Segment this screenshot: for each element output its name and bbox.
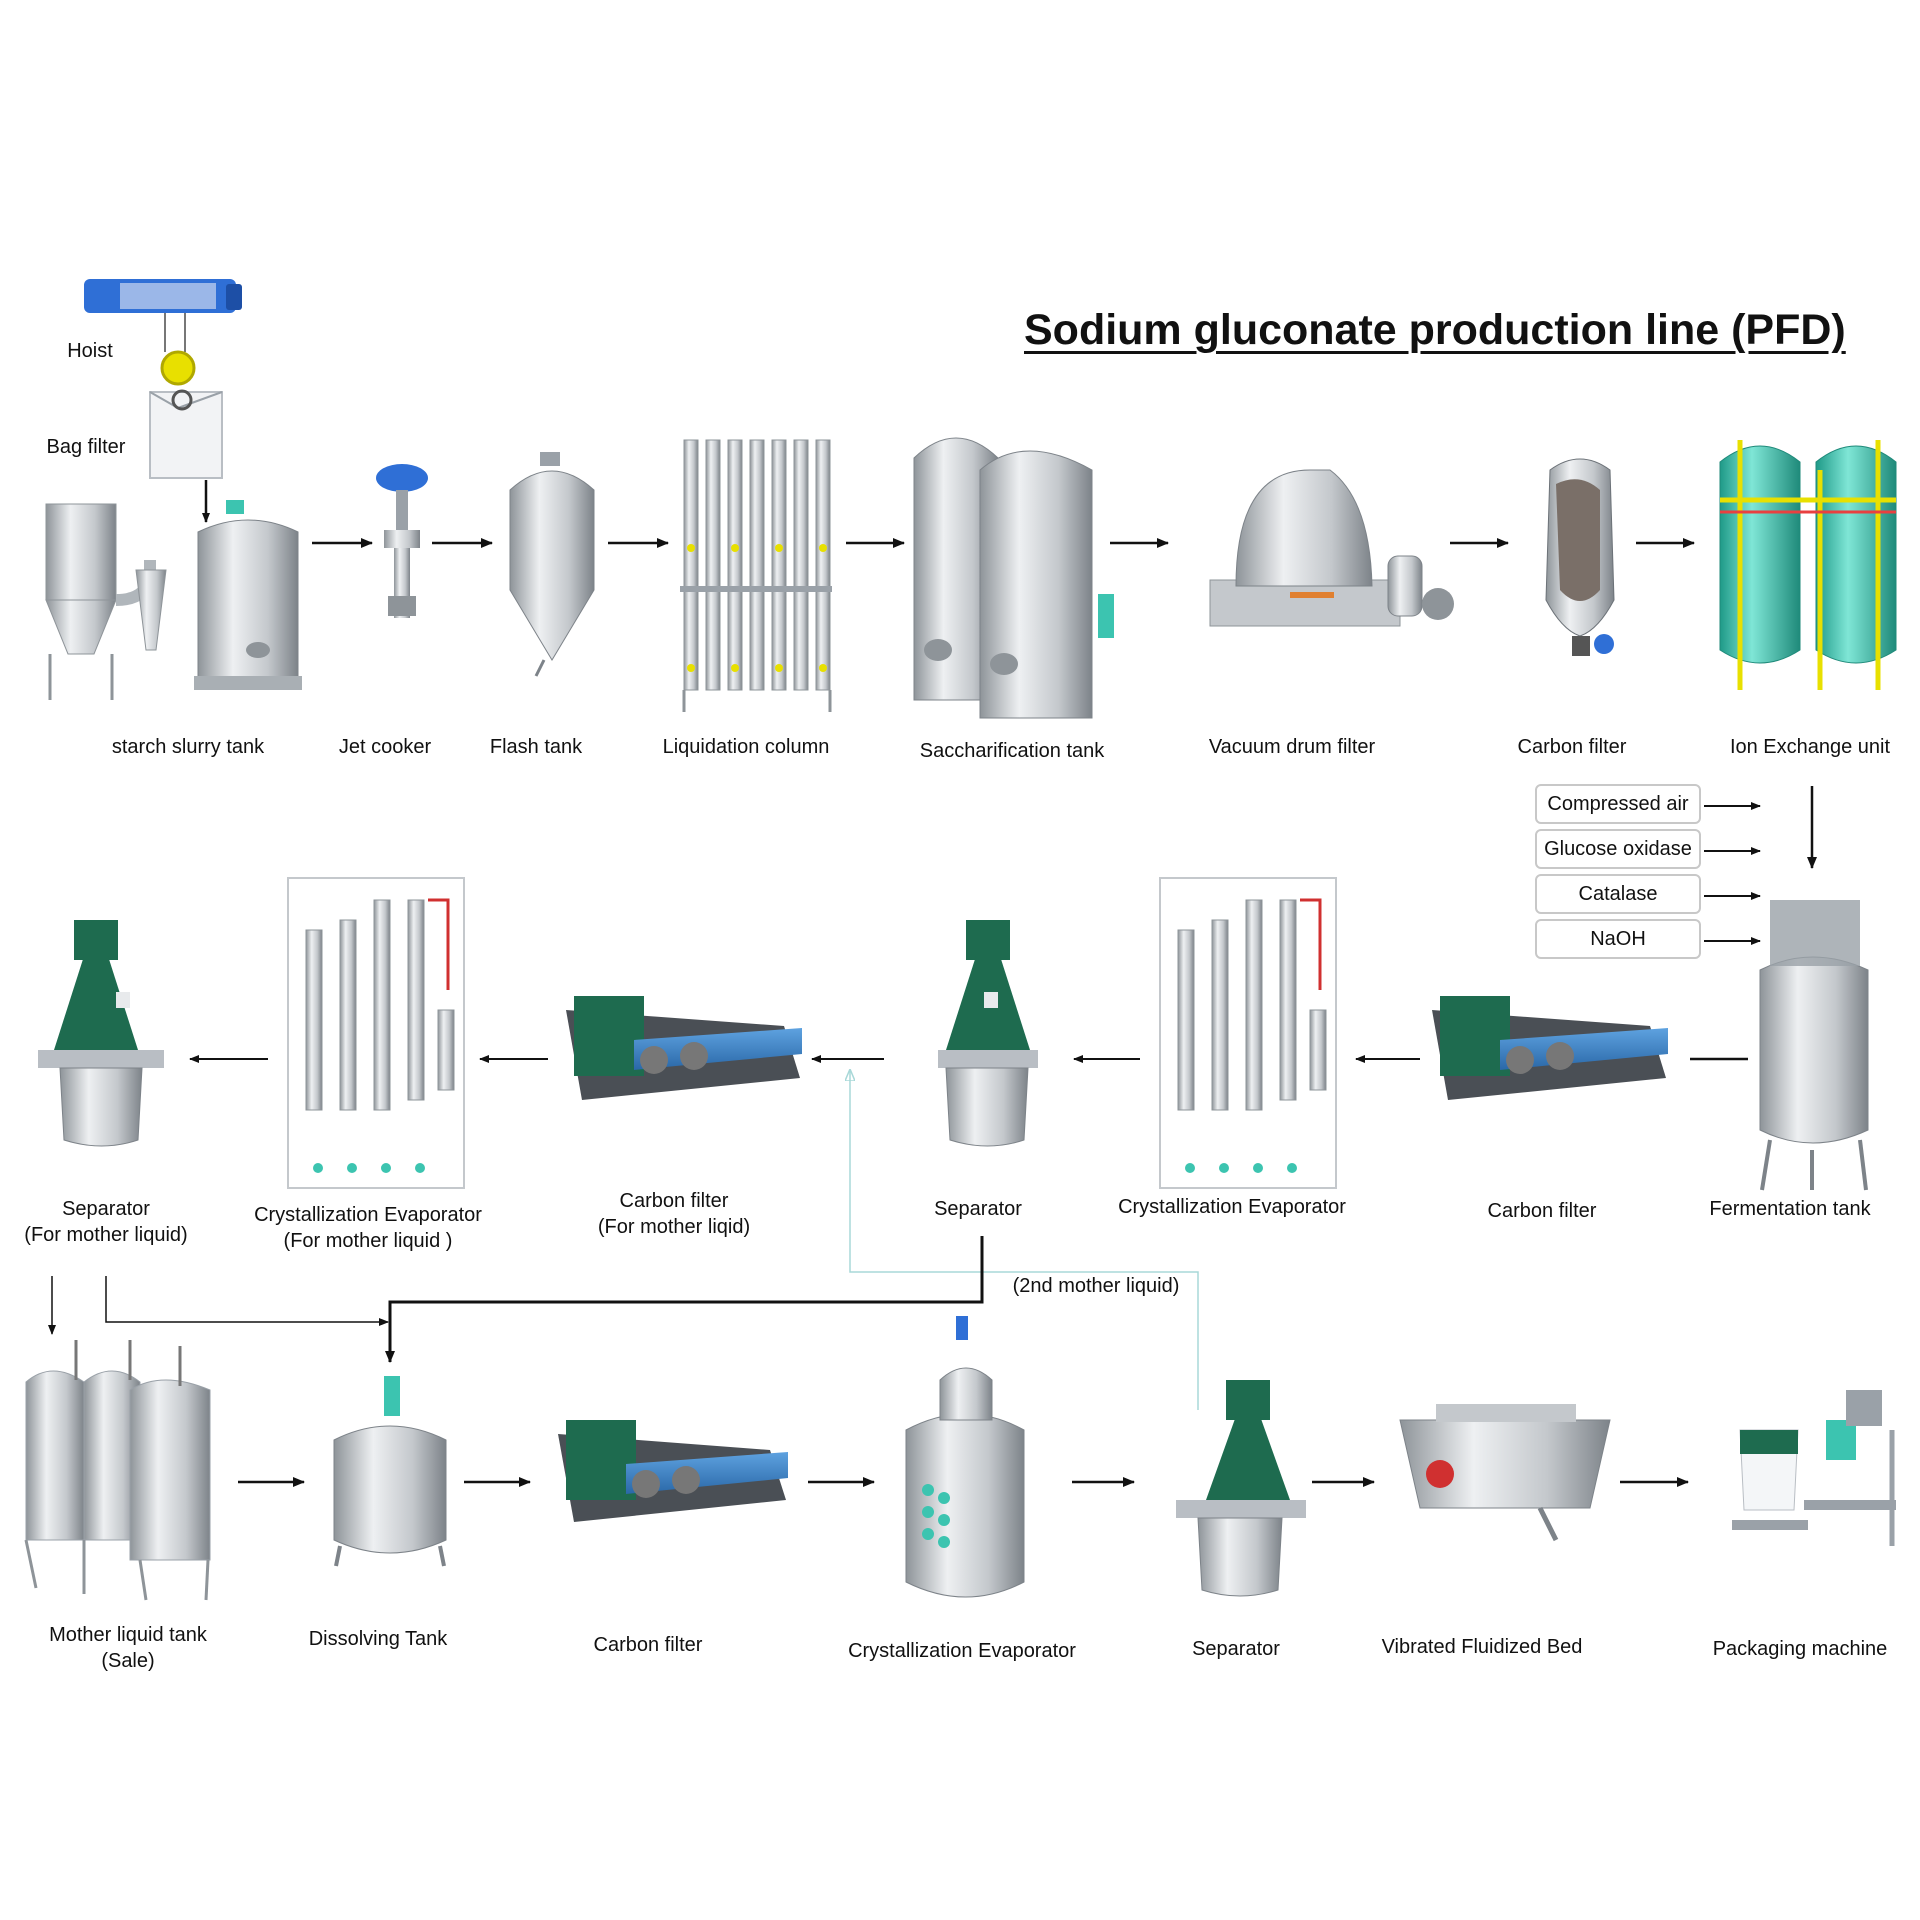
- separator-3-label: Separator: [1192, 1638, 1280, 1660]
- separator-icon: [1176, 1380, 1306, 1597]
- input-naoh: NaOH: [1535, 919, 1701, 959]
- second-mother-liquid-line: [850, 1070, 1199, 1410]
- row1-flow-arrows: [312, 538, 1817, 869]
- mother-liquid-tank-icon: [24, 1340, 211, 1601]
- crystal-to-dissolving-line: [385, 1236, 984, 1363]
- input-catalase: Catalase: [1535, 874, 1701, 914]
- vibrated-fluidized-bed-label: Vibrated Fluidized Bed: [1381, 1636, 1583, 1658]
- saccharification-tank-icon: [913, 437, 1114, 719]
- separator-icon: [938, 920, 1038, 1147]
- mother-liquid-tank-title: Mother liquid tank: [49, 1624, 207, 1646]
- carbon-filter-3-label: Carbon filter: [593, 1634, 703, 1656]
- flash-tank-icon: [509, 452, 595, 677]
- packaging-machine-icon: [1732, 1390, 1896, 1546]
- mother-liquid-tank-sub: (Sale): [101, 1650, 155, 1672]
- carbon-filter-2-label: Carbon filter: [1487, 1200, 1597, 1222]
- saccharification-tank-label: Saccharification tank: [919, 740, 1105, 762]
- mother-crystal-to-dissolving-line: [105, 1276, 389, 1326]
- crystallizer-icon: [905, 1316, 1025, 1598]
- crystallization-evaporator-mother-label: Crystallization Evaporator (For mother l…: [254, 1202, 482, 1254]
- carbon-filter-mother-title: Carbon filter: [619, 1190, 729, 1212]
- crystallization-evaporator-3-label: Crystallization Evaporator: [848, 1640, 1076, 1662]
- jet-cooker-label: Jet cooker: [338, 736, 432, 758]
- fermentation-tank-icon: [1759, 900, 1869, 1191]
- page-title: Sodium gluconate production line (PFD): [1024, 306, 1846, 354]
- belt-filter-icon: [566, 996, 802, 1100]
- bag-filter-icon: [149, 389, 223, 479]
- vacuum-drum-filter-icon: [1209, 469, 1454, 627]
- ion-exchange-unit-icon: [1719, 440, 1897, 690]
- belt-filter-icon: [1432, 996, 1668, 1100]
- input-glucose-oxidase: Glucose oxidase: [1535, 829, 1701, 869]
- mother-liquid-tank-label: Mother liquid tank (Sale): [49, 1622, 207, 1674]
- hoist-icon: [84, 279, 242, 386]
- fermentation-tank-label: Fermentation tank: [1709, 1198, 1871, 1220]
- crystallization-evaporator-icon: [1159, 877, 1337, 1189]
- carbon-filter-mother-label: Carbon filter (For mother liqid): [598, 1188, 750, 1240]
- carbon-filter-icon: [1545, 458, 1615, 656]
- dissolving-tank-icon: [333, 1376, 447, 1567]
- hoist-label: Hoist: [67, 340, 113, 362]
- crystallization-evaporator-mother-title: Crystallization Evaporator: [254, 1204, 482, 1226]
- crystallization-evaporator-label: Crystallization Evaporator: [1118, 1196, 1346, 1218]
- fermentation-input-arrows: [1704, 802, 1761, 945]
- separator-mother-label: Separator (For mother liquid): [24, 1196, 187, 1248]
- input-compressed-air: Compressed air: [1535, 784, 1701, 824]
- separator-icon: [38, 920, 164, 1147]
- separator-mother-sub: (For mother liquid): [24, 1224, 188, 1246]
- ion-exchange-unit-label: Ion Exchange unit: [1729, 736, 1891, 758]
- second-mother-liquid-label: (2nd mother liquid): [1012, 1275, 1180, 1297]
- vacuum-drum-filter-label: Vacuum drum filter: [1208, 736, 1376, 758]
- dust-collector-icon: [45, 503, 167, 700]
- jet-cooker-icon: [376, 464, 428, 618]
- flash-tank-label: Flash tank: [489, 736, 583, 758]
- crystallization-evaporator-mother-sub: (For mother liquid ): [283, 1230, 453, 1252]
- dissolving-tank-label: Dissolving Tank: [308, 1628, 448, 1650]
- separator-mother-title: Separator: [62, 1198, 150, 1220]
- separator-label: Separator: [934, 1198, 1022, 1220]
- packaging-machine-label: Packaging machine: [1712, 1638, 1888, 1660]
- starch-slurry-tank-icon: [194, 500, 302, 690]
- carbon-filter-mother-sub: (For mother liqid): [597, 1216, 751, 1238]
- liquidation-column-icon: [680, 439, 832, 712]
- belt-filter-icon: [558, 1420, 788, 1522]
- bag-filter-label: Bag filter: [46, 436, 126, 458]
- carbon-filter-label: Carbon filter: [1517, 736, 1627, 758]
- liquidation-column-label: Liquidation column: [662, 736, 830, 758]
- crystallization-evaporator-icon: [287, 877, 465, 1189]
- vibrated-fluidized-bed-icon: [1399, 1404, 1611, 1542]
- starch-slurry-tank-label: starch slurry tank: [111, 736, 265, 758]
